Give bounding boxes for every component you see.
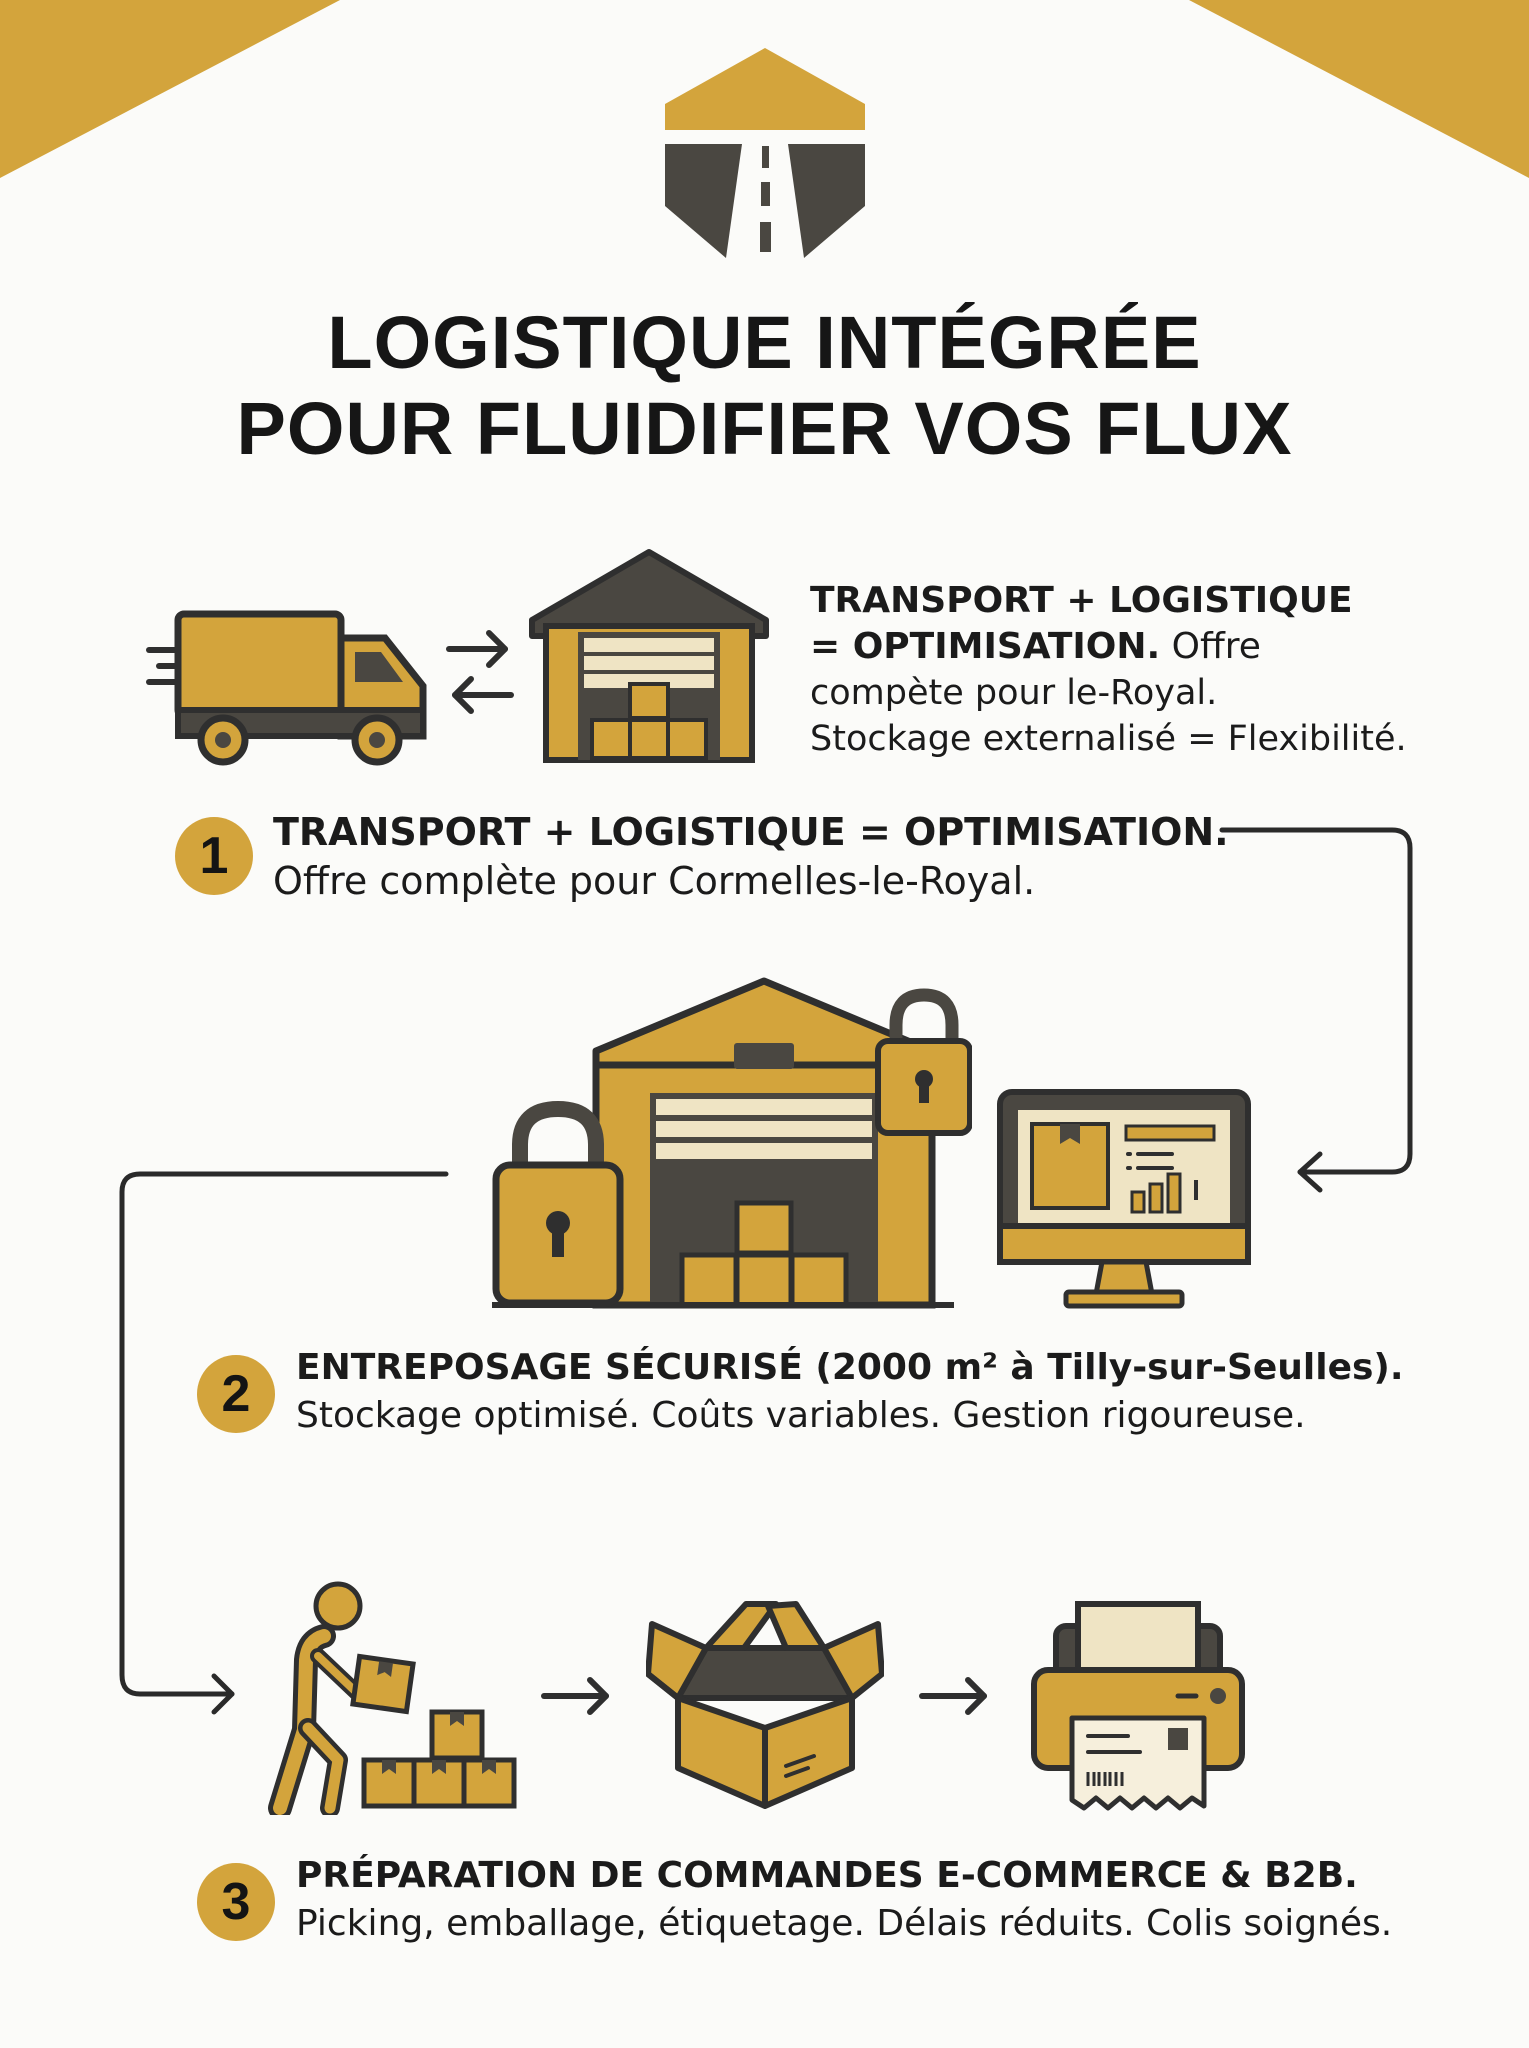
monitor-dashboard-icon: [997, 1089, 1251, 1309]
arrow-right-icon-2: [919, 1677, 987, 1715]
arrow-right-icon: [541, 1677, 609, 1715]
intro-line-4: Stockage externalisé = Flexibilité.: [810, 719, 1407, 759]
step-1-heading: TRANSPORT + LOGISTIQUE = OPTIMISATION.: [273, 810, 1229, 854]
open-box-icon: [646, 1601, 884, 1809]
intro-line-2: = OPTIMISATION. Offre: [810, 624, 1261, 670]
secured-warehouse-icon: [492, 977, 972, 1309]
exchange-arrows-icon: [446, 630, 514, 714]
step-2-text: Stockage optimisé. Coûts variables. Gest…: [296, 1395, 1306, 1436]
step-1-badge: 1: [175, 817, 253, 895]
top-right-corner-decoration: [1189, 0, 1529, 178]
step-2-badge: 2: [197, 1355, 275, 1433]
intro-line-2-rest: Offre: [1160, 626, 1261, 667]
page-title: LOGISTIQUE INTÉGRÉE POUR FLUIDIFIER VOS …: [0, 300, 1529, 472]
intro-line-3: compète pour le-Royal.: [810, 673, 1218, 713]
step-2-heading: ENTREPOSAGE SÉCURISÉ (2000 m² à Tilly-su…: [296, 1347, 1404, 1388]
intro-heading: TRANSPORT + LOGISTIQUE: [810, 580, 1353, 621]
road-house-logo-icon: [665, 48, 865, 258]
step-1-text: Offre complète pour Cormelles-le-Royal.: [273, 859, 1036, 903]
title-line-1: LOGISTIQUE INTÉGRÉE: [327, 301, 1202, 384]
intro-line-2-bold: = OPTIMISATION.: [810, 626, 1161, 667]
delivery-truck-icon: [146, 610, 427, 766]
label-printer-icon: [1031, 1601, 1245, 1811]
step-3-text: Picking, emballage, étiquetage. Délais r…: [296, 1903, 1393, 1944]
step-3-badge: 3: [197, 1863, 275, 1941]
warehouse-icon: [529, 549, 769, 763]
top-left-corner-decoration: [0, 0, 340, 178]
picker-worker-icon: [268, 1581, 517, 1815]
title-line-2: POUR FLUIDIFIER VOS FLUX: [236, 387, 1293, 470]
step-3-heading: PRÉPARATION DE COMMANDES E-COMMERCE & B2…: [296, 1855, 1358, 1896]
